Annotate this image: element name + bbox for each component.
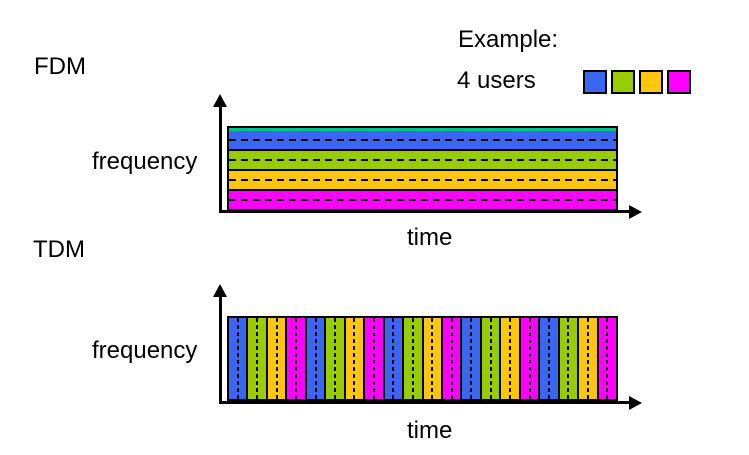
tdm-slot-7-user3 [343,318,364,399]
tdm-slot-19-user3 [577,318,597,399]
slot-center-dashed-line [275,318,278,399]
fdm-y-axis-arrow-icon [213,94,227,107]
slot-center-dashed-line [509,318,512,399]
tdm-label: TDM [33,236,85,263]
legend-swatches [583,70,691,94]
slot-center-dashed-line [353,318,356,399]
tdm-slot-17-user1 [538,318,558,399]
slot-center-dashed-line [586,318,589,399]
tdm-slot-1-user1 [229,318,247,399]
slot-center-dashed-line [372,318,375,399]
band-center-dashed-line [229,139,616,141]
legend-swatch-user2 [611,70,635,94]
fdm-band-user2 [229,149,616,169]
slot-center-dashed-line [606,318,609,399]
tdm-slot-2-user2 [246,318,266,399]
slot-center-dashed-line [470,318,473,399]
fdm-x-axis [219,210,629,213]
legend-subtitle: 4 users [457,67,536,94]
slot-center-dashed-line [431,318,434,399]
tdm-x-axis-label: time [407,417,453,444]
tdm-slot-5-user1 [304,318,325,399]
fdm-band-user1 [229,131,616,149]
tdm-slot-14-user2 [479,318,500,399]
slot-center-dashed-line [567,318,570,399]
tdm-slot-10-user2 [402,318,422,399]
tdm-slot-12-user4 [440,318,461,399]
fdm-spectrum-rect [227,126,618,211]
slot-center-dashed-line [236,318,239,399]
band-center-dashed-line [229,179,616,181]
slot-center-dashed-line [547,318,550,399]
legend-swatch-user3 [639,70,663,94]
slot-center-dashed-line [489,318,492,399]
tdm-x-axis [219,401,629,404]
tdm-y-axis-arrow-icon [213,284,227,297]
tdm-slot-9-user1 [382,318,403,399]
fdm-y-axis [219,106,222,211]
fdm-band-user4 [229,189,616,209]
tdm-slot-18-user2 [557,318,578,399]
legend-swatch-user1 [583,70,607,94]
slot-center-dashed-line [392,318,395,399]
fdm-x-axis-label: time [407,224,453,251]
fdm-y-axis-label: frequency [92,148,198,175]
band-center-dashed-line [229,199,616,201]
slot-center-dashed-line [528,318,531,399]
fdm-top-accent-strip [229,128,616,131]
band-center-dashed-line [229,159,616,161]
tdm-slot-16-user4 [518,318,539,399]
tdm-slot-6-user2 [324,318,344,399]
slot-center-dashed-line [450,318,453,399]
slot-center-dashed-line [295,318,298,399]
tdm-y-axis-label: frequency [92,337,198,364]
fdm-label: FDM [34,53,86,80]
tdm-slots [227,316,618,401]
slot-center-dashed-line [333,318,336,399]
tdm-slot-4-user4 [285,318,305,399]
tdm-slot-20-user4 [596,318,617,399]
slot-center-dashed-line [256,318,259,399]
fdm-bands [229,131,616,209]
legend-title: Example: [458,26,559,53]
legend-swatch-user4 [667,70,691,94]
tdm-slot-15-user3 [499,318,519,399]
tdm-slot-8-user4 [363,318,383,399]
slot-center-dashed-line [411,318,414,399]
tdm-y-axis [219,296,222,402]
slot-center-dashed-line [314,318,317,399]
tdm-slot-13-user1 [460,318,480,399]
fdm-x-axis-arrow-icon [629,205,642,219]
tdm-slot-3-user3 [265,318,286,399]
fdm-band-user3 [229,169,616,189]
tdm-slot-11-user3 [421,318,441,399]
tdm-x-axis-arrow-icon [629,396,642,410]
